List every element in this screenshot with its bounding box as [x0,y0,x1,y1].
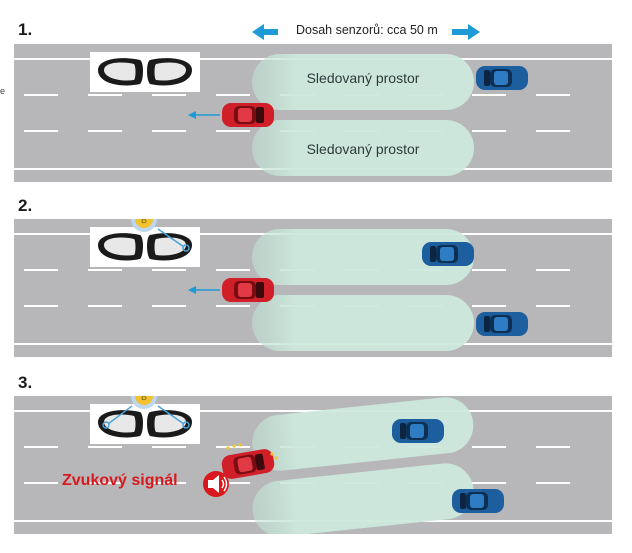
sound-signal-label: Zvukový signál [62,472,178,489]
monitored-zone-upper [252,229,474,285]
sensor-range-indicator: Dosah senzorů: cca 50 m [252,22,482,42]
range-arrow-left-icon [252,24,278,40]
road-scene-1: Sledovaný prostor Sledovaný prostor [14,44,612,182]
blind-spot-warning-light-icon: B [131,219,157,232]
zone-label-lower: Sledovaný prostor [307,141,420,157]
speaker-icon [203,471,229,497]
movement-arrow-icon [188,111,220,119]
svg-text:B: B [141,219,147,225]
monitored-zone-upper [252,54,474,110]
monitored-zone-lower [252,463,474,534]
step-number-3: 3. [18,373,33,392]
step-number-2: 2. [18,196,33,215]
own-car [222,278,274,302]
side-mirrors-icon [90,227,200,267]
sensor-range-label: Dosah senzorů: cca 50 m [296,23,438,37]
edge-text-fragment: e [0,86,6,96]
side-mirrors-icon [90,404,200,444]
monitored-zone-upper [252,397,474,471]
monitored-zone-lower [252,120,474,176]
road-scene-2: B [14,219,612,357]
movement-arrow-icon [188,286,220,294]
other-car-upper [392,419,444,443]
other-car [476,66,528,90]
road-scene-3: B [14,396,612,534]
zone-label-upper: Sledovaný prostor [307,70,420,86]
own-car [222,103,274,127]
range-arrow-right-icon [452,24,480,40]
other-car-upper [422,242,474,266]
side-mirrors-icon [90,52,200,92]
other-car-lower [452,489,504,513]
turn-indicator-icon [226,443,278,460]
svg-text:B: B [141,396,147,402]
other-car-lower [476,312,528,336]
blind-spot-warning-light-icon: B [131,396,157,409]
step-number-1: 1. [18,20,33,39]
monitored-zone-lower [252,295,474,351]
